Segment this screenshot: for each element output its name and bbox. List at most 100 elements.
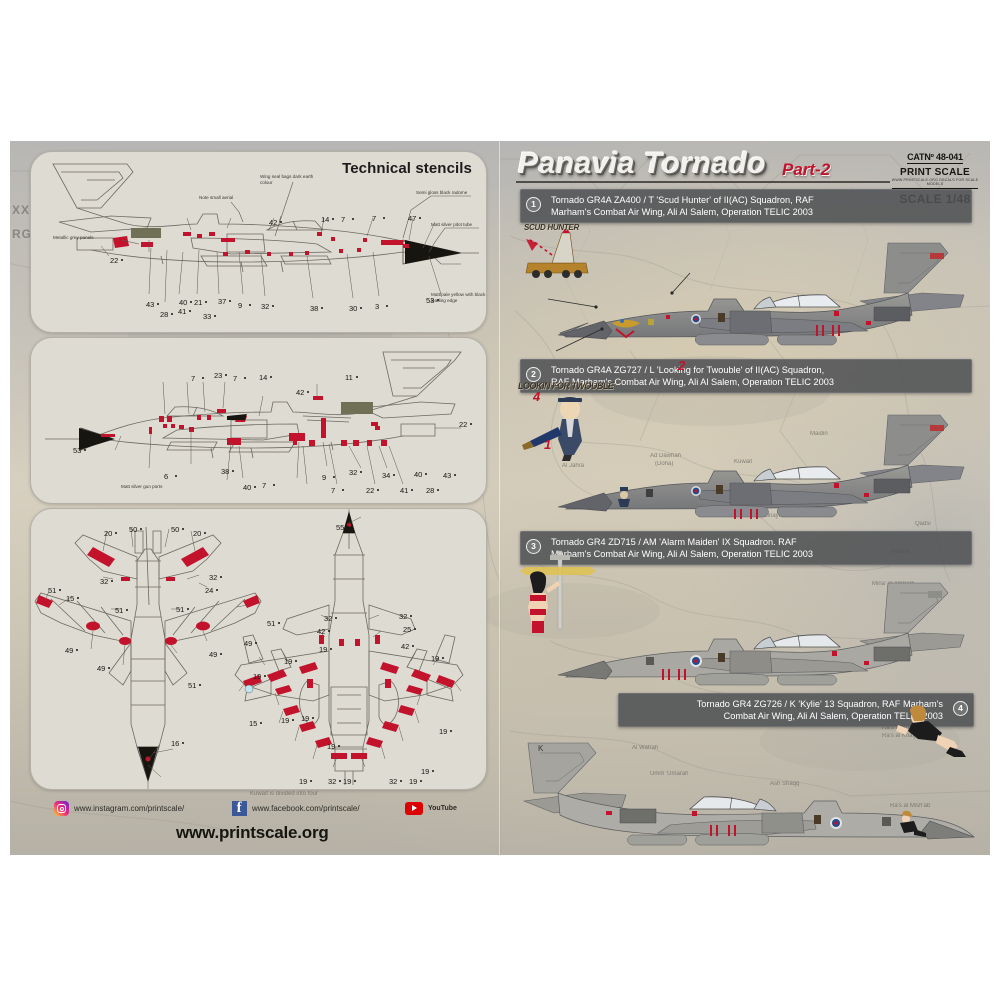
stencil-marker-dot (111, 580, 113, 582)
stencil-marker-dot (272, 305, 274, 307)
stencil-marker-dot (332, 218, 334, 220)
stencil-number: 15 (249, 719, 258, 728)
profile-number-2: 2 (526, 367, 541, 382)
stencil-note: Semi gloss black radome (416, 190, 468, 195)
stencil-number: 32 (399, 612, 408, 621)
stencil-number: 50 (171, 525, 180, 534)
aircraft-profile-3 (557, 582, 965, 686)
stencil-number: 55 (336, 523, 345, 532)
stencil-number: 51 (176, 605, 185, 614)
youtube-icon (405, 802, 423, 815)
profile-number-1: 1 (526, 197, 541, 212)
stencil-marker-dot (190, 301, 192, 303)
map-label: Kuwait is divided into four (250, 791, 319, 797)
stencil-number: 22 (459, 420, 468, 429)
stencil-marker-dot (249, 304, 251, 306)
profile-caption-1-line1: Tornado GR4A ZA400 / T 'Scud Hunter' of … (551, 195, 814, 205)
stencil-marker-dot (419, 217, 421, 219)
stencil-number: 19 (253, 672, 262, 681)
stencil-number: 34 (382, 471, 391, 480)
stencil-marker-dot (225, 374, 227, 376)
stencil-number: 23 (214, 371, 223, 380)
stencil-number: 14 (259, 373, 268, 382)
stencil-marker-dot (342, 489, 344, 491)
stencil-marker-dot (393, 474, 395, 476)
instagram-link[interactable]: www.instagram.com/printscale/ (54, 801, 184, 816)
stencil-number: 32 (324, 614, 333, 623)
stencil-number: 32 (100, 577, 109, 586)
map-label: RG (12, 227, 32, 241)
stencil-marker-dot (383, 217, 385, 219)
stencil-number: 38 (310, 304, 319, 313)
sheet-title-block: Panavia Tornado Part-2 (518, 147, 898, 181)
stencil-marker-dot (216, 589, 218, 591)
stencil-number: 7 (372, 214, 377, 223)
stencil-number: 51 (48, 586, 57, 595)
stencil-leaders-left (120, 181, 479, 265)
stencil-note: Note small aerial (199, 195, 234, 200)
stencil-marker-dot (214, 315, 216, 317)
aircraft-profile-1 (557, 242, 965, 346)
website-url[interactable]: www.printscale.org (176, 823, 329, 842)
stencil-number: 19 (281, 716, 290, 725)
tornado-side-view-left (52, 163, 479, 303)
stencil-marker-dot (338, 745, 340, 747)
stencil-number: 32 (389, 777, 398, 786)
stencil-marker-dot (59, 589, 61, 591)
stencil-marker-dot (335, 617, 337, 619)
nose-art-lookin-for-twouble (522, 397, 582, 461)
stencil-marker-dot (255, 642, 257, 644)
catalog-number: CATNº 48-041 (907, 152, 963, 164)
stencil-marker-dot (182, 528, 184, 530)
facebook-icon (232, 800, 247, 817)
aircraft-profile-4: K (522, 742, 975, 846)
profile-caption-2-line2: RAF Marham's Combat Air Wing, Ali Al Sal… (551, 377, 834, 388)
nose-art-scud-hunter (525, 229, 589, 278)
stencil-number: 40 (243, 483, 252, 492)
stencil-number: 25 (403, 625, 412, 634)
stencil-note: Wing seal bags dark earth colour (260, 174, 314, 185)
stencil-number: 32 (209, 573, 218, 582)
stencil-marker-dot (140, 528, 142, 530)
stencil-marker-dot (437, 489, 439, 491)
stencil-number: 22 (110, 256, 119, 265)
stencil-number: 7 (331, 486, 336, 495)
stencil-marker-dot (273, 484, 275, 486)
stencil-marker-dot (76, 649, 78, 651)
stencil-marker-dot (377, 489, 379, 491)
profile-callout-1: 1 (544, 437, 552, 452)
stencil-marker-dot (254, 486, 256, 488)
title-divider (516, 181, 890, 183)
stencil-marker-dot (470, 423, 472, 425)
stencil-number: 40 (179, 298, 188, 307)
stencil-number: 33 (203, 312, 212, 321)
youtube-link[interactable]: YouTube (405, 802, 457, 815)
stencil-number: 37 (218, 297, 227, 306)
stencil-marker-dot (356, 376, 358, 378)
nose-art-label-2: LOOKIN FOR TWOUBLE (518, 381, 614, 391)
stencil-marker-dot (189, 310, 191, 312)
stencil-marker-dot (84, 449, 86, 451)
stencil-number: 28 (426, 486, 435, 495)
stencil-number: 42 (401, 642, 410, 651)
stencil-number: 40 (414, 470, 423, 479)
stencil-marker-dot (360, 307, 362, 309)
stencil-marker-dot (310, 780, 312, 782)
facebook-link[interactable]: www.facebook.com/printscale/ (232, 800, 360, 817)
map-label: Kuwait (734, 459, 753, 465)
stencils-title: Technical stencils (342, 160, 472, 177)
map-label: Ra's al Mish'ab (890, 803, 931, 809)
stencil-marker-dot (229, 300, 231, 302)
brand-divider (892, 188, 978, 189)
stencil-number: 21 (194, 298, 203, 307)
stencil-number: 19 (439, 727, 448, 736)
stencil-number: 19 (343, 777, 352, 786)
stencil-marker-dot (330, 648, 332, 650)
stencil-marker-dot (454, 474, 456, 476)
stencil-number: 51 (188, 681, 197, 690)
panel-seam (499, 141, 500, 855)
stencil-number: 7 (233, 374, 238, 383)
stencil-marker-dot (280, 221, 282, 223)
stencil-marker-dot (126, 609, 128, 611)
